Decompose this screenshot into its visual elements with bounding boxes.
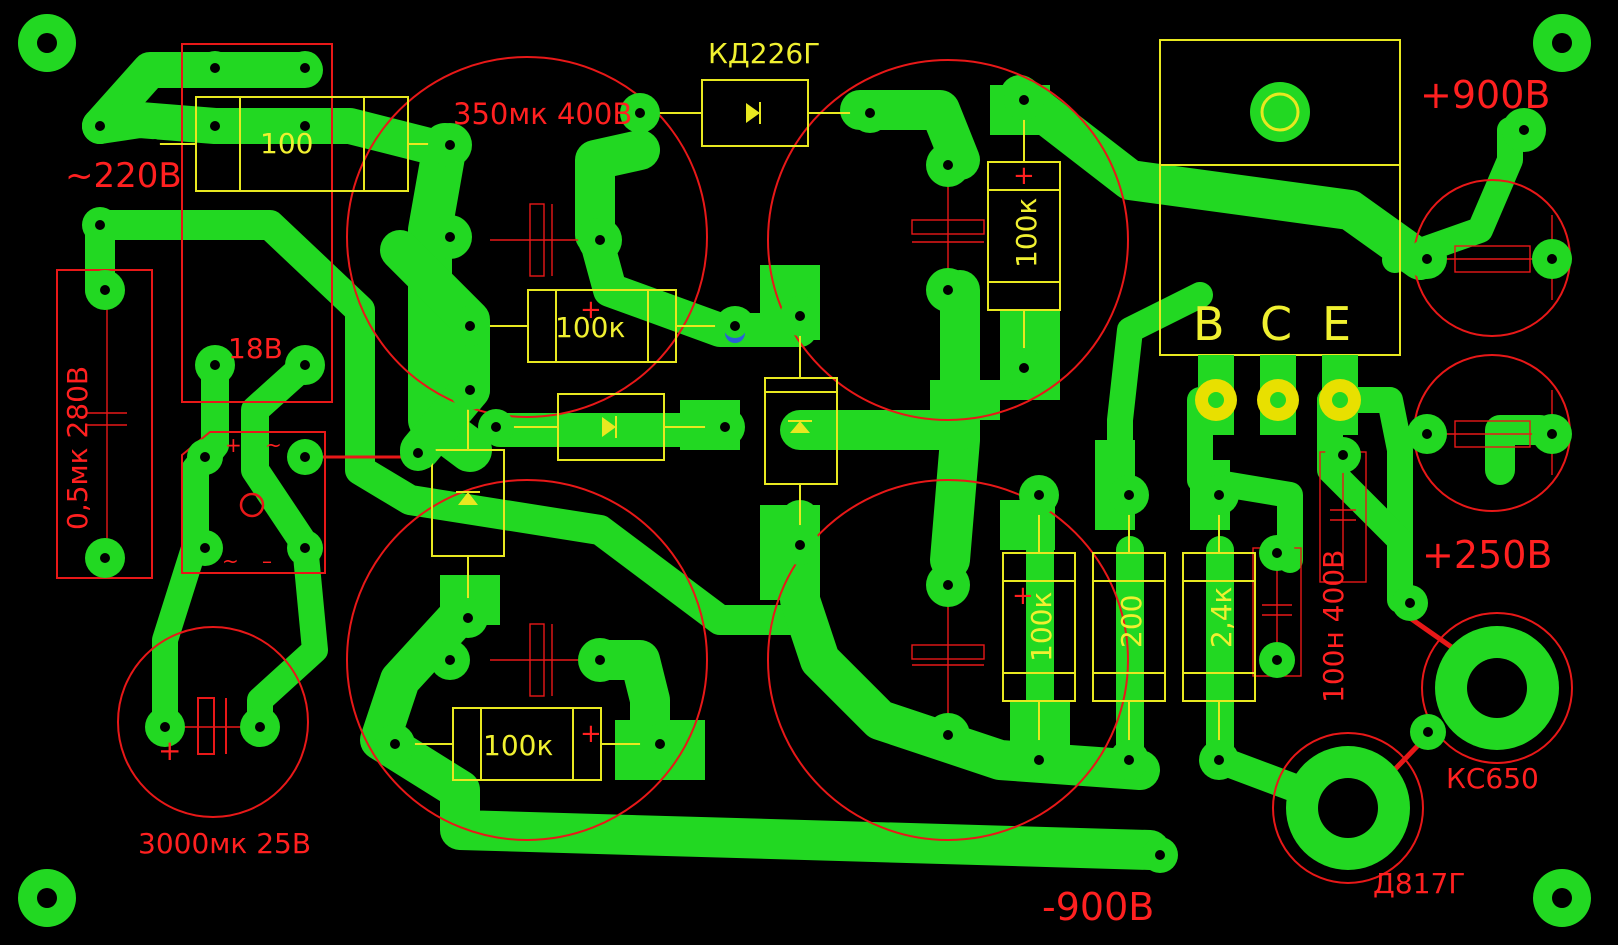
mounting-hole-top-left — [18, 14, 76, 72]
polarity-plus-cap-lv: + — [158, 734, 181, 767]
label-pin-c: C — [1260, 297, 1292, 351]
labels: ~220В 18В 0,5мк 280В 3000мк 25В 350мк 40… — [61, 37, 1552, 929]
label-diode-type: КД226Г — [708, 37, 820, 70]
bridge-plus-mark: + — [225, 433, 242, 457]
polarity-plus-100k-2: + — [580, 719, 602, 749]
resistor-100k-1-value: 100к — [555, 311, 625, 344]
pads — [82, 51, 1572, 873]
resistor-100k-4-value: 100к — [1025, 592, 1058, 662]
cap-hv-top-left-outline — [346, 56, 708, 418]
resistor-200-value: 200 — [1115, 595, 1148, 648]
bridge-center-mark — [239, 492, 265, 518]
resistor-2-4k-value: 2,4к — [1205, 587, 1238, 648]
label-pin-b: B — [1193, 297, 1225, 351]
label-cap-100n: 100н 400В — [1317, 550, 1350, 703]
polarity-plus-100k-4: + — [1012, 581, 1034, 611]
bridge-tilde-top: ~ — [265, 433, 282, 457]
label-out-minus-900: -900В — [1042, 885, 1154, 929]
cap-lv-outline — [117, 626, 309, 818]
fuse-transformer-outline — [181, 43, 333, 403]
label-cap-filter-lv: 3000мк 25В — [138, 827, 311, 860]
cap-hv-bottom-right-outline — [767, 479, 1129, 841]
resistor-100-value: 100 — [260, 127, 313, 160]
label-transformer-secondary: 18В — [228, 332, 283, 365]
zener-kc-outline — [1421, 612, 1573, 764]
label-mains: ~220В — [65, 156, 182, 196]
zener-d-outline — [1272, 732, 1424, 884]
label-out-plus-250: +250В — [1422, 533, 1552, 577]
mounting-holes — [18, 14, 1591, 927]
bridge-minus-mark: – — [262, 549, 272, 573]
cap-mains-outline — [56, 269, 153, 579]
mounting-hole-top-right — [1533, 14, 1591, 72]
bridge-outline — [181, 431, 326, 574]
cap-hv-top-right-outline — [767, 59, 1129, 421]
capacitor-outlines — [117, 56, 1573, 884]
polarity-plus-100k-3: + — [1013, 161, 1035, 191]
resistor-100k-3-value: 100к — [1010, 198, 1043, 268]
label-zener-d: Д817Г — [1373, 867, 1465, 900]
label-pin-e: E — [1322, 297, 1351, 351]
resistor-100k-2-value: 100к — [483, 729, 553, 762]
label-zener-kc: КС650 — [1446, 762, 1539, 795]
mounting-hole-bottom-right — [1533, 869, 1591, 927]
label-out-plus-900: +900В — [1420, 73, 1550, 117]
cap-hv-bottom-left-outline — [346, 479, 708, 841]
bridge-tilde-bottom: ~ — [222, 549, 239, 573]
polarity-plus-100k-1: + — [580, 295, 602, 325]
mounting-hole-bottom-left — [18, 869, 76, 927]
label-cap-mains: 0,5мк 280В — [61, 366, 94, 530]
label-cap-hv-top: 350мк 400В — [453, 97, 632, 131]
